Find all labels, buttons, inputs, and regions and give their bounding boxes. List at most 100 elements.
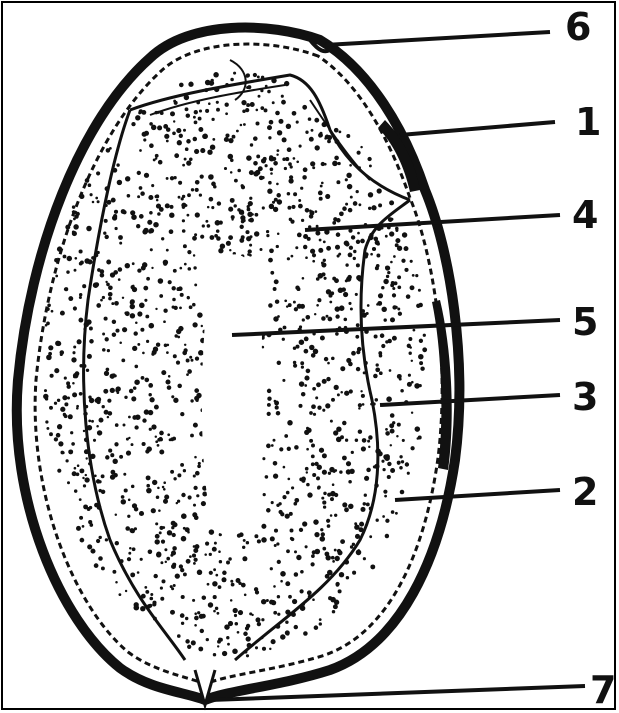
stipple-dot [171,395,174,398]
stipple-dot [181,622,184,625]
stipple-dot [293,346,296,349]
stipple-dot [71,357,76,362]
stipple-dot [248,249,252,253]
stipple-dot [334,128,339,133]
stipple-dot [264,108,268,112]
stipple-dot [193,137,197,141]
stipple-dot [307,590,312,595]
stipple-dot [155,435,157,437]
stipple-dot [311,554,315,558]
stipple-dot [304,376,309,381]
stipple-dot [230,580,233,583]
leader-line-5 [232,320,560,335]
stipple-dot [155,522,158,525]
stipple-dot [285,609,290,614]
stipple-dot [249,244,252,247]
stipple-dot [230,599,233,602]
stipple-dot [88,420,91,423]
stipple-dot [258,95,261,98]
stipple-dot [194,515,199,520]
stipple-dot [87,354,92,359]
stipple-dot [79,392,83,396]
stipple-dot [156,204,161,209]
stipple-dot [179,134,183,138]
stipple-dot [208,602,213,607]
stipple-dot [207,206,210,209]
stipple-dot [411,411,413,413]
stipple-dot [130,313,135,318]
stipple-dot [113,168,118,173]
stipple-dot [273,287,277,291]
stipple-dot [249,218,254,223]
stipple-dot [289,218,292,221]
stipple-dot [200,235,204,239]
stipple-dot [326,246,331,251]
stipple-dot [335,306,341,312]
stipple-dot [155,534,160,539]
stipple-dot [366,502,370,506]
stipple-dot [154,574,158,578]
stipple-dot [54,437,58,441]
stipple-dot [291,612,296,617]
stipple-dot [303,167,308,172]
stipple-dot [142,110,147,115]
stipple-dot [311,462,315,466]
stipple-dot [106,283,110,287]
stipple-dot [334,139,339,144]
stipple-dot [226,636,229,639]
stipple-dot [162,486,165,489]
stipple-dot [83,504,88,509]
stipple-dot [88,183,92,187]
stipple-dot [346,134,350,138]
label-1: 1 [575,100,601,144]
stipple-dot [309,214,314,219]
stipple-dot [345,203,348,206]
stipple-dot [150,597,154,601]
stipple-dot [225,112,228,115]
stipple-dot [268,258,273,263]
stipple-dot [258,166,263,171]
stipple-dot [348,253,353,258]
stipple-dot [361,309,365,313]
stipple-dot [115,423,119,427]
stipple-dot [187,296,190,299]
stipple-dot [246,654,249,657]
stipple-dot [313,349,318,354]
stipple-dot [380,333,385,338]
stipple-dot [126,451,131,456]
stipple-dot [96,303,101,308]
stipple-dot [358,407,361,410]
stipple-dot [237,169,241,173]
stipple-dot [277,199,282,204]
stipple-dot [193,545,196,548]
stipple-dot [140,606,145,611]
stipple-dot [346,173,351,178]
stipple-dot [262,647,266,651]
stipple-dot [72,205,75,208]
stipple-dot [273,161,278,166]
stipple-dot [87,425,92,430]
stipple-dot [193,116,196,119]
stipple-dot [357,151,361,155]
stipple-dot [306,428,311,433]
stipple-dot [367,157,371,161]
stipple-dot [188,267,192,271]
stipple-dot [371,205,376,210]
stipple-dot [181,493,185,497]
stipple-dot [270,271,274,275]
stipple-dot [155,539,160,544]
stipple-dot [293,301,296,304]
stipple-dot [108,297,112,301]
stipple-dot [222,571,227,576]
stipple-dot [210,235,215,240]
stipple-dot [269,204,274,209]
stipple-dot [331,357,335,361]
stipple-dot [256,109,259,112]
stipple-dot [269,120,274,125]
stipple-dot [343,292,348,297]
stipple-dot [135,607,138,610]
stipple-dot [244,650,248,654]
stipple-dot [92,201,95,204]
stipple-dot [134,379,140,385]
stipple-dot [369,164,372,167]
